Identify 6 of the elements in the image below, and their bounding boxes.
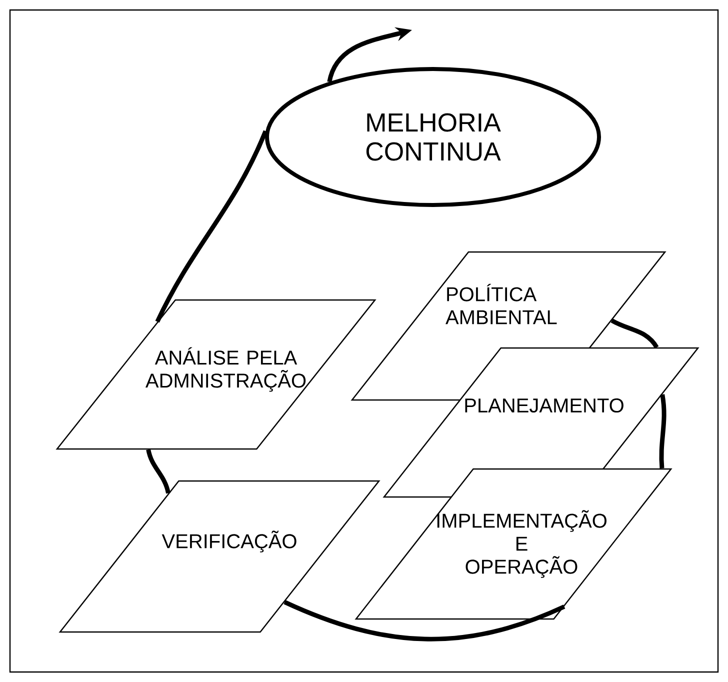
cycle-arc [284, 600, 566, 642]
cycle-arc [155, 130, 268, 323]
cycle-arc [610, 318, 659, 349]
cycle-arc [659, 394, 666, 468]
cycle-arc [146, 449, 170, 494]
ellipse-label: MELHORIA CONTINUA [265, 66, 601, 207]
